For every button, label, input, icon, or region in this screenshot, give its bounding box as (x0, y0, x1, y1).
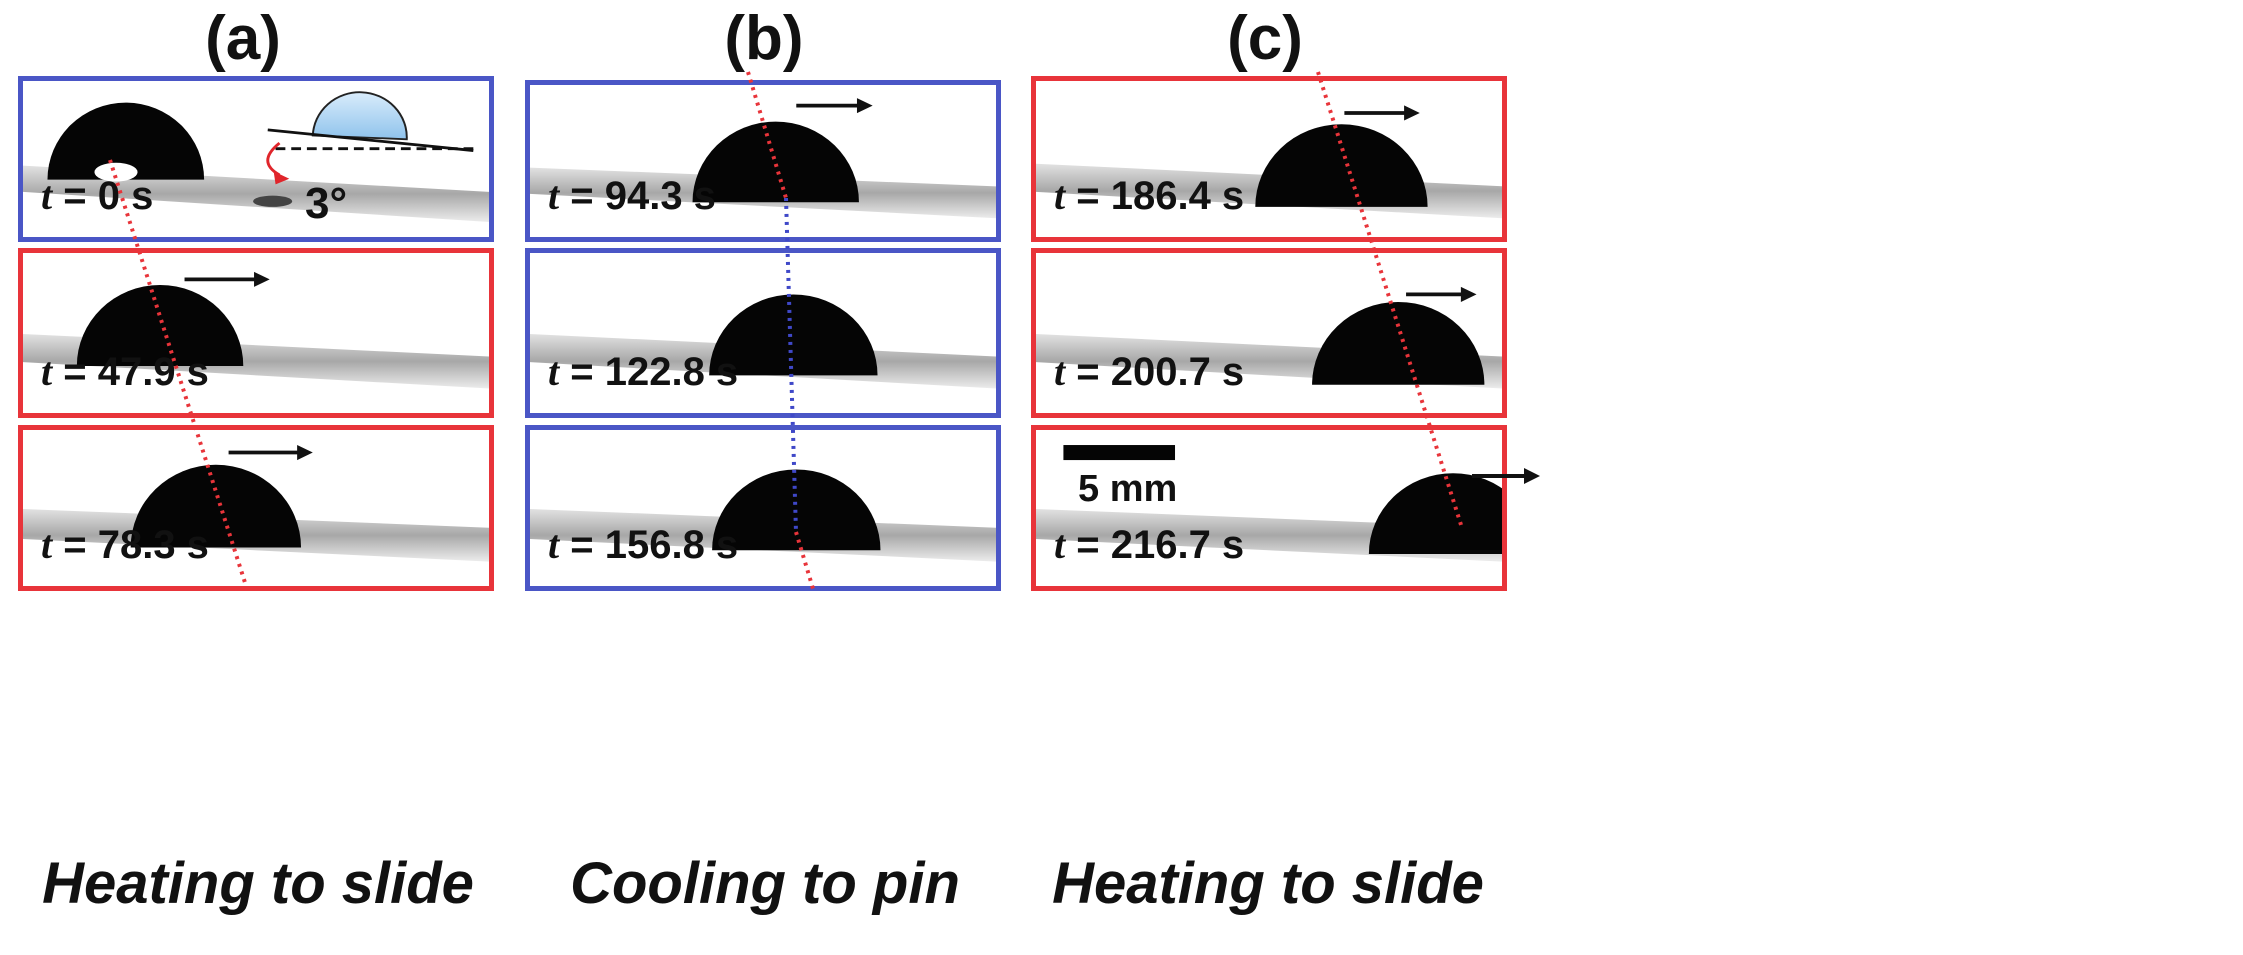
timestamp: t = 186.4 s (1054, 173, 1245, 218)
frame-a3: t = 78.3 s (18, 425, 494, 591)
timestamp: t = 200.7 s (1054, 349, 1245, 394)
scale-bar-label: 5 mm (1078, 468, 1178, 510)
timestamp: t = 156.8 s (548, 522, 739, 567)
caption-b: Cooling to pin (570, 851, 960, 916)
frame-b2: t = 122.8 s (525, 248, 1001, 418)
panel-label-a: (a) (205, 4, 281, 73)
droplet (1312, 301, 1485, 385)
frame-b3: t = 156.8 s (525, 425, 1001, 591)
frame-a2: t = 47.9 s (18, 248, 494, 418)
caption-c: Heating to slide (1052, 851, 1484, 916)
timestamp: t = 47.9 s (41, 349, 209, 394)
scale-bar (1063, 445, 1176, 461)
panel-label-c: (c) (1227, 4, 1303, 73)
frame-c1: t = 186.4 s (1031, 76, 1507, 242)
frame-b1: t = 94.3 s (525, 80, 1001, 242)
droplet (1255, 124, 1428, 207)
droplet (1368, 473, 1502, 555)
panel-label-b: (b) (724, 4, 804, 73)
inset-droplet (311, 91, 408, 141)
frame-c2: t = 200.7 s (1031, 248, 1507, 418)
droplet (692, 121, 859, 203)
frame-a1: t = 0 s 3° (18, 76, 494, 242)
timestamp: t = 0 s (41, 173, 154, 218)
caption-a: Heating to slide (42, 851, 474, 916)
tilt-angle-label: 3° (305, 179, 348, 228)
timestamp: t = 78.3 s (41, 522, 209, 567)
timestamp: t = 94.3 s (548, 173, 716, 218)
frame-c3: t = 216.7 s 5 mm (1031, 425, 1507, 591)
timestamp: t = 122.8 s (548, 349, 739, 394)
timestamp: t = 216.7 s (1054, 522, 1245, 567)
